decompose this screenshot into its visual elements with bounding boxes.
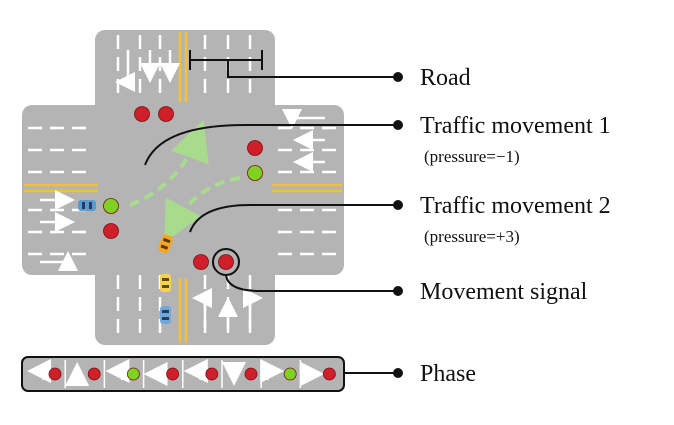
phase-bar	[21, 356, 345, 392]
leader-lines	[144, 60, 398, 374]
movement1-leader	[144, 124, 398, 166]
vehicles	[78, 200, 173, 324]
movement-signal-leader	[225, 274, 398, 292]
intersection-signals	[103, 106, 263, 270]
phase-cell	[103, 359, 140, 388]
phase-signal	[126, 367, 140, 381]
lane-arrows	[40, 50, 325, 328]
label-movement2: Traffic movement 2	[420, 193, 611, 219]
north-signal-1	[134, 106, 150, 122]
road-leader	[227, 60, 398, 78]
label-movement-signal: Movement signal	[420, 279, 588, 305]
vehicle-orange-turning	[158, 234, 173, 254]
movement2-flow	[164, 176, 241, 243]
phase-cell	[64, 360, 101, 388]
turn-left-arrow-icon	[105, 359, 130, 383]
phase-signal	[283, 367, 297, 381]
label-movement1: Traffic movement 1	[420, 113, 611, 139]
phase-cell	[221, 360, 258, 388]
north-signal-2	[158, 106, 174, 122]
west-signal-1	[103, 198, 119, 214]
movement2-leader	[189, 204, 398, 233]
south-signal-1	[193, 254, 209, 270]
east-signal-1	[247, 140, 263, 156]
label-movement1-pressure: (pressure=−1)	[424, 147, 520, 166]
vehicle-blue-west	[78, 200, 96, 211]
south-signal-2	[218, 254, 234, 270]
phase-signal	[205, 367, 219, 381]
vehicle-blue-south	[160, 306, 171, 324]
center-lines	[24, 32, 342, 343]
phase-cell	[182, 359, 219, 388]
phase-cell	[27, 359, 62, 383]
label-bullets	[393, 72, 403, 378]
phase-signal	[322, 367, 336, 381]
phase-cell	[299, 360, 336, 388]
turn-left-arrow-icon	[183, 359, 208, 383]
movement1-flow	[129, 119, 209, 207]
labels: Road Traffic movement 1 (pressure=−1) Tr…	[420, 65, 611, 387]
phase-signal	[166, 367, 180, 381]
flow-arrows	[129, 119, 241, 243]
label-phase: Phase	[420, 361, 476, 387]
phase-cell	[142, 360, 180, 388]
turn-right-arrow-icon	[260, 359, 285, 383]
road-width-bracket	[189, 50, 263, 70]
east-signal-2	[247, 165, 263, 181]
phase-signal	[48, 367, 62, 381]
vehicle-yellow-south	[160, 274, 171, 292]
turn-left-arrow-icon	[27, 359, 51, 383]
phase-cell	[260, 359, 297, 388]
phase-signal	[244, 367, 258, 381]
west-signal-2	[103, 223, 119, 239]
label-movement2-pressure: (pressure=+3)	[424, 227, 520, 246]
phase-signal	[87, 367, 101, 381]
label-road: Road	[420, 65, 471, 91]
